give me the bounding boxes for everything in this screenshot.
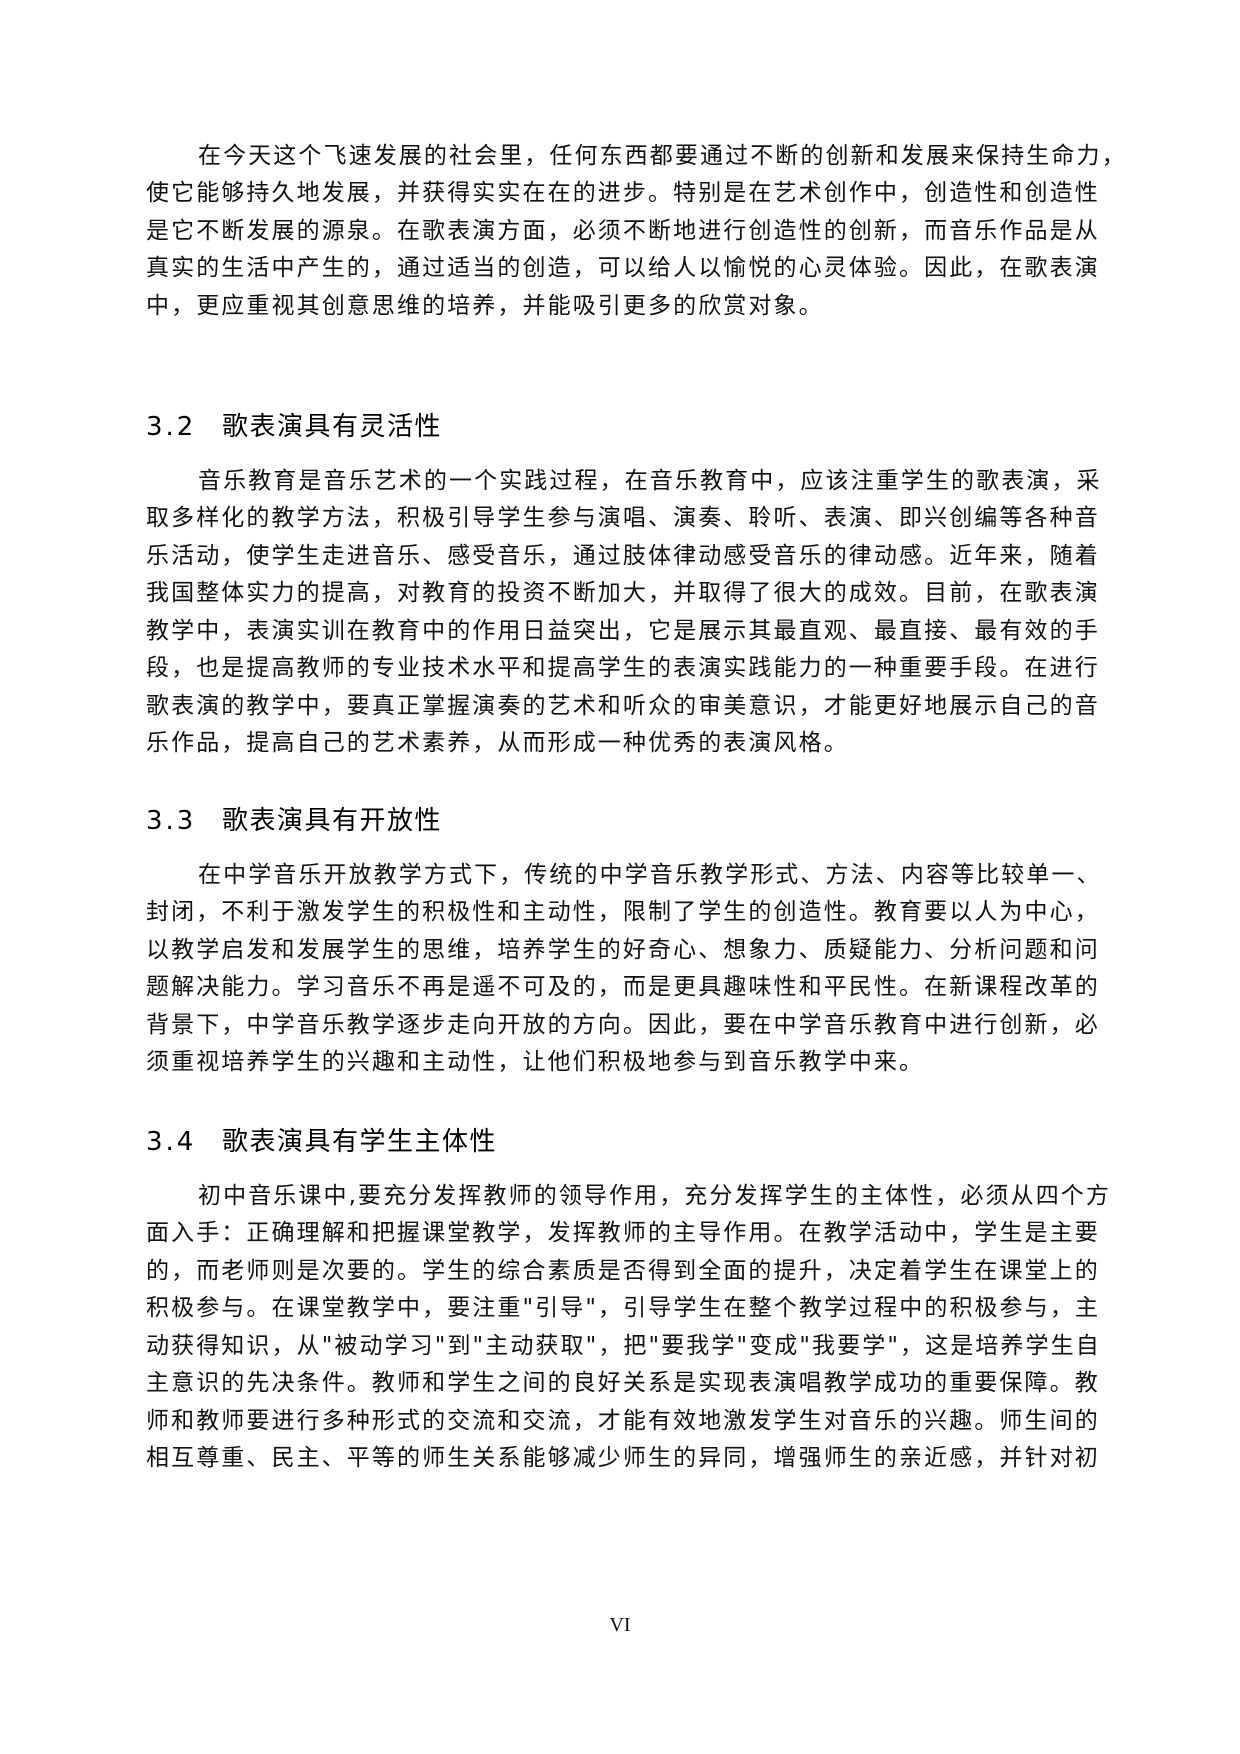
- text-line: 主意识的先决条件。教师和学生之间的良好关系是实现表演唱教学成功的重要保障。教: [146, 1370, 1100, 1396]
- text-line: 封闭，不利于激发学生的积极性和主动性，限制了学生的创造性。教育要以人为中心，: [146, 899, 1100, 925]
- text-line: 以教学启发和发展学生的思维，培养学生的好奇心、想象力、质疑能力、分析问题和问: [146, 937, 1100, 963]
- text-line: 背景下，中学音乐教学逐步走向开放的方向。因此，要在中学音乐教育中进行创新，必: [146, 1012, 1100, 1038]
- text-line: 使它能够持久地发展，并获得实实在在的进步。特别是在艺术创作中，创造性和创造性: [146, 180, 1100, 206]
- text-line: 教学中，表演实训在教育中的作用日益突出，它是展示其最直观、最直接、最有效的手: [146, 618, 1100, 644]
- text-line: 的，而老师则是次要的。学生的综合素质是否得到全面的提升，决定着学生在课堂上的: [146, 1258, 1100, 1284]
- section-heading-3-2: 3.2 歌表演具有灵活性: [146, 410, 442, 444]
- text-line: 乐作品，提高自己的艺术素养，从而形成一种优秀的表演风格。: [146, 730, 849, 756]
- section-title: 歌表演具有灵活性: [222, 412, 443, 442]
- text-line: 积极参与。在课堂教学中，要注重"引导"，引导学生在整个教学过程中的积极参与，主: [146, 1295, 1101, 1321]
- section-heading-3-4: 3.4 歌表演具有学生主体性: [146, 1125, 497, 1159]
- page-number: VI: [609, 1614, 631, 1636]
- text-line: 在今天这个飞速发展的社会里，任何东西都要通过不断的创新和发展来保持生命力，: [198, 143, 1127, 169]
- text-line: 初中音乐课中,要充分发挥教师的领导作用，充分发挥学生的主体性，必须从四个方: [198, 1183, 1112, 1209]
- text-line: 是它不断发展的源泉。在歌表演方面，必须不断地进行创造性的创新，而音乐作品是从: [146, 218, 1100, 244]
- text-line: 歌表演的教学中，要真正掌握演奏的艺术和听众的审美意识，才能更好地展示自己的音: [146, 693, 1100, 719]
- text-line: 音乐教育是音乐艺术的一个实践过程，在音乐教育中，应该注重学生的歌表演，采: [198, 468, 1102, 494]
- text-line: 面入手：正确理解和把握课堂教学，发挥教师的主导作用。在教学活动中，学生是主要: [146, 1220, 1100, 1246]
- text-line: 相互尊重、民主、平等的师生关系能够减少师生的异同，增强师生的亲近感，并针对初: [146, 1445, 1100, 1471]
- text-line: 师和教师要进行多种形式的交流和交流，才能有效地激发学生对音乐的兴趣。师生间的: [146, 1408, 1100, 1434]
- text-line: 乐活动，使学生走进音乐、感受音乐，通过肢体律动感受音乐的律动感。近年来，随着: [146, 543, 1100, 569]
- section-number: 3.2: [146, 412, 197, 442]
- text-line: 段，也是提高教师的专业技术水平和提高学生的表演实践能力的一种重要手段。在进行: [146, 655, 1100, 681]
- section-number: 3.4: [146, 1127, 197, 1157]
- section-title: 歌表演具有学生主体性: [222, 1127, 498, 1157]
- text-line: 真实的生活中产生的，通过适当的创造，可以给人以愉悦的心灵体验。因此，在歌表演: [146, 255, 1100, 281]
- text-line: 在中学音乐开放教学方式下，传统的中学音乐教学形式、方法、内容等比较单一、: [198, 862, 1102, 888]
- text-line: 须重视培养学生的兴趣和主动性，让他们积极地参与到音乐教学中来。: [146, 1049, 925, 1075]
- text-line: 我国整体实力的提高，对教育的投资不断加大，并取得了很大的成效。目前，在歌表演: [146, 580, 1100, 606]
- text-line: 动获得知识，从"被动学习"到"主动获取"，把"要我学"变成"我要学"，这是培养学…: [146, 1333, 1101, 1359]
- section-heading-3-3: 3.3 歌表演具有开放性: [146, 804, 442, 838]
- text-line: 题解决能力。学习音乐不再是遥不可及的，而是更具趣味性和平民性。在新课程改革的: [146, 974, 1100, 1000]
- text-line: 取多样化的教学方法，积极引导学生参与演唱、演奏、聆听、表演、即兴创编等各种音: [146, 505, 1100, 531]
- section-number: 3.3: [146, 806, 197, 836]
- section-title: 歌表演具有开放性: [222, 806, 443, 836]
- text-line: 中，更应重视其创意思维的培养，并能吸引更多的欣赏对象。: [146, 293, 824, 319]
